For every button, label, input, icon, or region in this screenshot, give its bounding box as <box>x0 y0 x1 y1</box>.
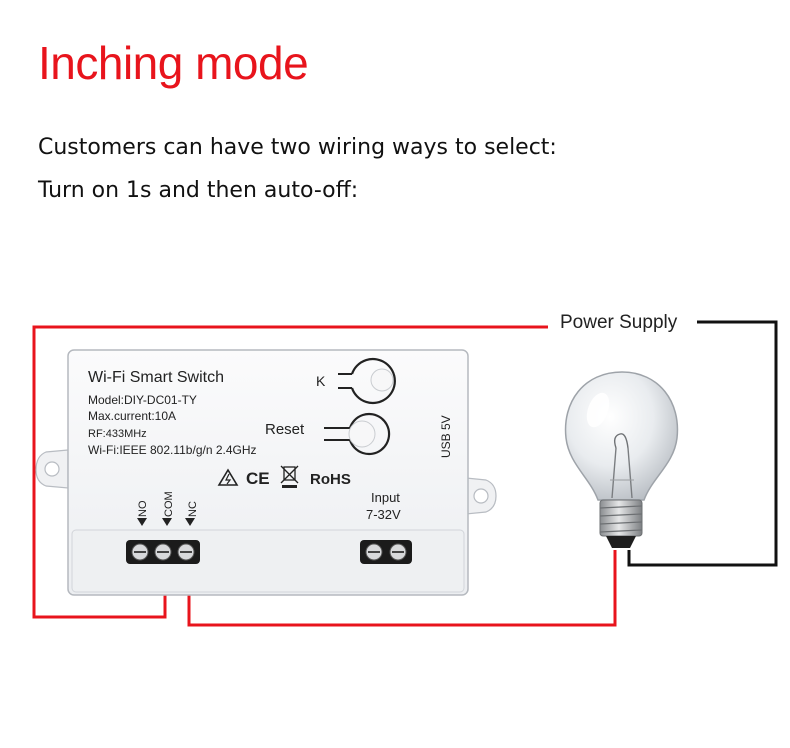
terminal-nc-arrow <box>185 518 195 526</box>
black-wire-supply <box>627 320 778 567</box>
device-rf: RF:433MHz <box>88 428 147 440</box>
device-wifi: Wi-Fi:IEEE 802.11b/g/n 2.4GHz <box>88 443 257 457</box>
warning-triangle-icon <box>217 468 239 486</box>
button-k-outline <box>350 357 396 405</box>
light-bulb-icon <box>564 371 679 548</box>
device-name: Wi-Fi Smart Switch <box>88 369 224 386</box>
subtitle-wiring-ways: Customers can have two wiring ways to se… <box>38 135 557 160</box>
subtitle-auto-off: Turn on 1s and then auto-off: <box>38 178 359 203</box>
terminal-no-arrow <box>137 518 147 526</box>
button-k-label: K <box>316 373 326 389</box>
terminal-no-label: NO <box>137 500 149 517</box>
device-model: Model:DIY-DC01-TY <box>88 393 197 407</box>
input-terminal-block <box>360 540 412 564</box>
relay-terminal-block <box>126 540 200 564</box>
button-reset-leads <box>324 427 350 441</box>
button-reset-label: Reset <box>265 421 305 438</box>
red-wire-supply <box>32 325 548 619</box>
button-k[interactable] <box>370 368 394 392</box>
terminal-com-arrow <box>162 518 172 526</box>
weee-bin-icon <box>280 465 299 488</box>
input-label: Input <box>371 490 400 505</box>
button-reset-outline <box>348 412 391 456</box>
page-title: Inching mode <box>38 37 309 89</box>
terminal-com-label: COM <box>163 491 175 517</box>
power-supply-label: Power Supply <box>560 312 678 333</box>
device-max-current: Max.current:10A <box>88 409 176 423</box>
input-range-label: 7-32V <box>366 507 401 522</box>
button-reset[interactable] <box>348 420 376 448</box>
button-k-leads <box>338 373 352 389</box>
usb-label: USB 5V <box>439 415 453 458</box>
mount-hole-right <box>473 488 489 504</box>
rohs-mark: RoHS <box>310 471 351 488</box>
mount-hole-left <box>44 461 60 477</box>
red-wire-bulb <box>187 550 617 627</box>
ce-mark-icon: CE <box>246 469 270 488</box>
terminal-nc-label: NC <box>187 501 199 517</box>
